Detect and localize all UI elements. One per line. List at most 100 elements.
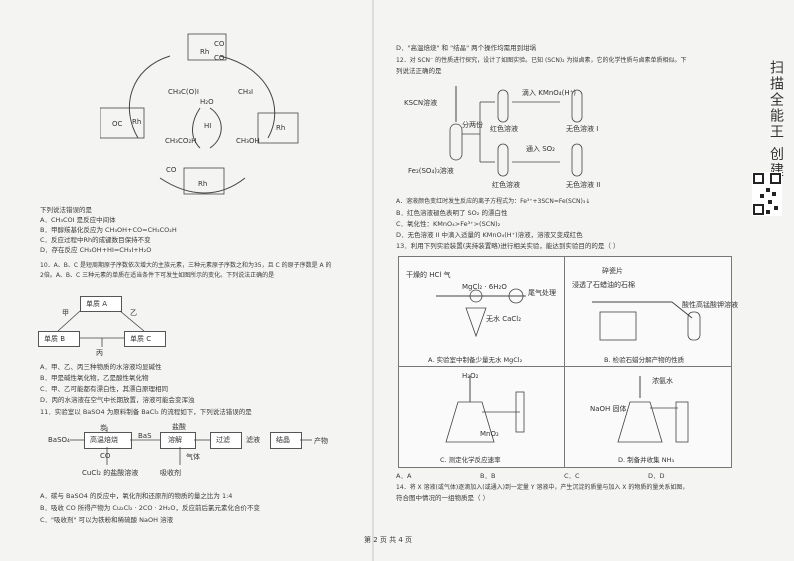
exp-kmno4: 滴入 KMnO₄(H⁺) bbox=[522, 89, 577, 97]
flow-box-step1 bbox=[84, 432, 132, 449]
page-fold bbox=[372, 0, 374, 561]
flow-hcl: 盐酸 bbox=[172, 423, 186, 431]
cycle-ch3oh: CH₃OH bbox=[236, 137, 260, 145]
diag-label-c: 单质 C bbox=[130, 335, 152, 343]
flow-co: CO bbox=[100, 452, 111, 460]
cycle-ch3coi: CH₃C(O)I bbox=[168, 88, 199, 96]
q12-option-b: B．红色溶液褪色表明了 SO₂ 的漂白性 bbox=[396, 209, 508, 217]
q13-option-c: C．C bbox=[564, 472, 580, 480]
q9-option-a: A．CH₃COI 是反应中间体 bbox=[40, 216, 116, 224]
q12-line2: 列说法正确的是 bbox=[396, 67, 442, 75]
exp-red2: 红色溶液 bbox=[492, 181, 520, 189]
q13-option-a: A．A bbox=[396, 472, 412, 480]
apparatus-b-drawing bbox=[592, 301, 701, 341]
cycle-ch3i: CH₃I bbox=[238, 88, 254, 96]
q12-line1: 12．对 SCN⁻ 的性质进行探究，设计了如图实验。已知 (SCN)₂ 为拟卤素… bbox=[396, 57, 687, 64]
cycle-co-top2: CO bbox=[214, 54, 225, 62]
flow-baso4: BaSO₄ bbox=[48, 436, 70, 444]
q14-line1: 14．将 X 溶液(或气体)逐滴加入(或通入)到一定量 Y 溶液中，产生沉淀的质… bbox=[396, 484, 689, 491]
flow-bas: BaS bbox=[138, 432, 152, 440]
cycle-rh-bottom: Rh bbox=[198, 180, 208, 188]
flow-box-step5 bbox=[270, 432, 302, 449]
flow-arrows bbox=[70, 427, 312, 465]
q11-option-b: B．吸收 CO 所得产物为 Cu₂Cl₂ · 2CO · 2H₂O，反应前后氯元… bbox=[40, 504, 260, 512]
q11-option-d: D．"高温焙烧" 和 "结晶" 两个操作均需用到坩埚 bbox=[396, 44, 537, 52]
q14-line2: 符合图中情况的一组物质是（ ） bbox=[396, 494, 490, 502]
diag-label-a: 单质 A bbox=[86, 300, 108, 308]
caption-b: B. 检验石蜡分解产物的性质 bbox=[604, 356, 685, 364]
scanner-watermark: 扫描全能王 创建 bbox=[768, 60, 784, 179]
flow-tan: 炭 bbox=[100, 424, 107, 432]
flow-gas: 气体 bbox=[186, 453, 200, 461]
apparatus-a-drawing bbox=[436, 288, 526, 338]
app-b-label-1: 碎瓷片 bbox=[602, 267, 623, 275]
flow-box-step2 bbox=[160, 432, 196, 449]
q10-option-b: B．甲是碱性氧化物，乙是酸性氧化物 bbox=[40, 374, 149, 382]
flow-absorb: 吸收剂 bbox=[160, 469, 181, 477]
q11-stem: 11．实验室以 BaSO4 为原料制备 BaCl₂ 的流程如下，下列说法错误的是 bbox=[40, 408, 252, 416]
apparatus-d bbox=[564, 366, 732, 468]
cycle-oc: OC bbox=[112, 120, 123, 128]
diag-arrows bbox=[57, 310, 145, 347]
caption-d: D. 制备并收集 NH₃ bbox=[618, 456, 675, 464]
app-a-label-3: 尾气处理 bbox=[528, 289, 556, 297]
exp-split: 分两份 bbox=[462, 121, 483, 129]
exp-so2: 通入 SO₂ bbox=[526, 145, 555, 153]
app-a-label-1: 干燥的 HCl 气 bbox=[406, 271, 451, 279]
cycle-hi: HI bbox=[204, 122, 212, 130]
q11-option-c: C．"吸收剂" 可以为铁粉和稀硫酸 NaOH 溶液 bbox=[40, 516, 174, 524]
caption-a: A. 实验室中制备少量无水 MgCl₂ bbox=[428, 356, 523, 364]
exp-colorless2: 无色溶液 II bbox=[566, 181, 601, 189]
exp-diagram bbox=[449, 86, 583, 177]
q12-option-a: A．溶液颜色变红时发生反应的离子方程式为：Fe³⁺+3SCN=Fe(SCN)₃↓ bbox=[396, 198, 591, 205]
cycle-rh-right: Rh bbox=[276, 124, 286, 132]
q9-option-c: C．反应过程中Rh的成键数目保持不变 bbox=[40, 236, 151, 244]
caption-c: C. 测定化学反应速率 bbox=[440, 456, 501, 464]
q11-option-a: A．碳与 BaSO4 的反应中，氧化剂和还原剂的物质的量之比为 1:4 bbox=[40, 492, 233, 500]
cycle-h2o: H₂O bbox=[200, 98, 214, 106]
diag-label-bing: 丙 bbox=[96, 349, 103, 357]
exp-colorless1: 无色溶液 I bbox=[566, 125, 599, 133]
app-c-label-2: MnO₂ bbox=[480, 430, 499, 438]
q9-option-b: B．甲醇羰基化反应为 CH₃OH+CO=CH₃CO₂H bbox=[40, 226, 177, 234]
qr-code-icon bbox=[752, 172, 782, 216]
diag-box-c bbox=[124, 331, 166, 347]
diag-label-yi: 乙 bbox=[130, 309, 137, 317]
apparatus-d-drawing bbox=[617, 376, 689, 443]
diag-label-jia: 甲 bbox=[62, 309, 69, 317]
apparatus-a bbox=[398, 256, 566, 368]
diag-label-b: 单质 B bbox=[44, 335, 66, 343]
flow-step2: 溶解 bbox=[168, 436, 182, 444]
flow-box-step3 bbox=[210, 432, 242, 449]
app-c-label-1: H₂O₂ bbox=[462, 372, 479, 380]
exp-red1: 红色溶液 bbox=[490, 125, 518, 133]
flow-step4: 滤液 bbox=[246, 436, 260, 444]
cycle-co-top: CO bbox=[214, 40, 225, 48]
cycle-ch3co2h: CH₃CO₂H bbox=[165, 137, 197, 145]
app-b-label-3: 酸性高锰酸钾溶液 bbox=[682, 301, 738, 309]
catalytic-cycle-diagram bbox=[100, 33, 299, 195]
diag-box-b bbox=[38, 331, 80, 347]
flow-cucl2: CuCl₂ 的盐酸溶液 bbox=[82, 469, 139, 477]
app-a-label-2: MgCl₂ · 6H₂O bbox=[462, 283, 507, 291]
flow-product: 产物 bbox=[314, 437, 328, 445]
app-b-label-2: 浸透了石蜡油的石棉 bbox=[572, 281, 635, 289]
apparatus-c bbox=[398, 366, 566, 468]
exp-kscn: KSCN溶液 bbox=[404, 99, 438, 107]
q10-option-a: A．甲、乙、丙三种物质的水溶液均显碱性 bbox=[40, 363, 162, 371]
app-a-label-4: 无水 CaCl₂ bbox=[486, 315, 522, 323]
q9-option-d: D．存在反应 CH₃OH+HI=CH₃I+H₂O bbox=[40, 246, 152, 254]
q10-line1: 10．A、B、C 是短周期原子序数依次增大的主族元素，三种元素原子序数之和为35… bbox=[40, 262, 332, 269]
cycle-rh-left: Rh bbox=[132, 118, 142, 126]
apparatus-b bbox=[564, 256, 732, 368]
exp-fe2so43: Fe₂(SO₄)₃溶液 bbox=[408, 167, 454, 175]
app-d-label-2: NaOH 固体 bbox=[590, 405, 627, 413]
q10-line2: 2倍。A、B、C 三种元素的单质在适当条件下可发生如图所示的变化。下列说法正确的… bbox=[40, 272, 275, 279]
cycle-co-bottom: CO bbox=[166, 166, 177, 174]
q10-option-d: D．丙的水溶液在空气中长期放置，溶液可能会变浑浊 bbox=[40, 396, 195, 404]
flow-step5: 结晶 bbox=[276, 436, 290, 444]
q13-stem: 13．利用下列实验装置(夹持装置略)进行相关实验，能达到实验目的的是（ ） bbox=[396, 242, 620, 250]
q10-option-c: C．甲、乙可能都有漂白性，其漂白原理相同 bbox=[40, 385, 169, 393]
q12-option-c: C．氧化性：KMnO₄>Fe³⁺>(SCN)₂ bbox=[396, 220, 501, 228]
